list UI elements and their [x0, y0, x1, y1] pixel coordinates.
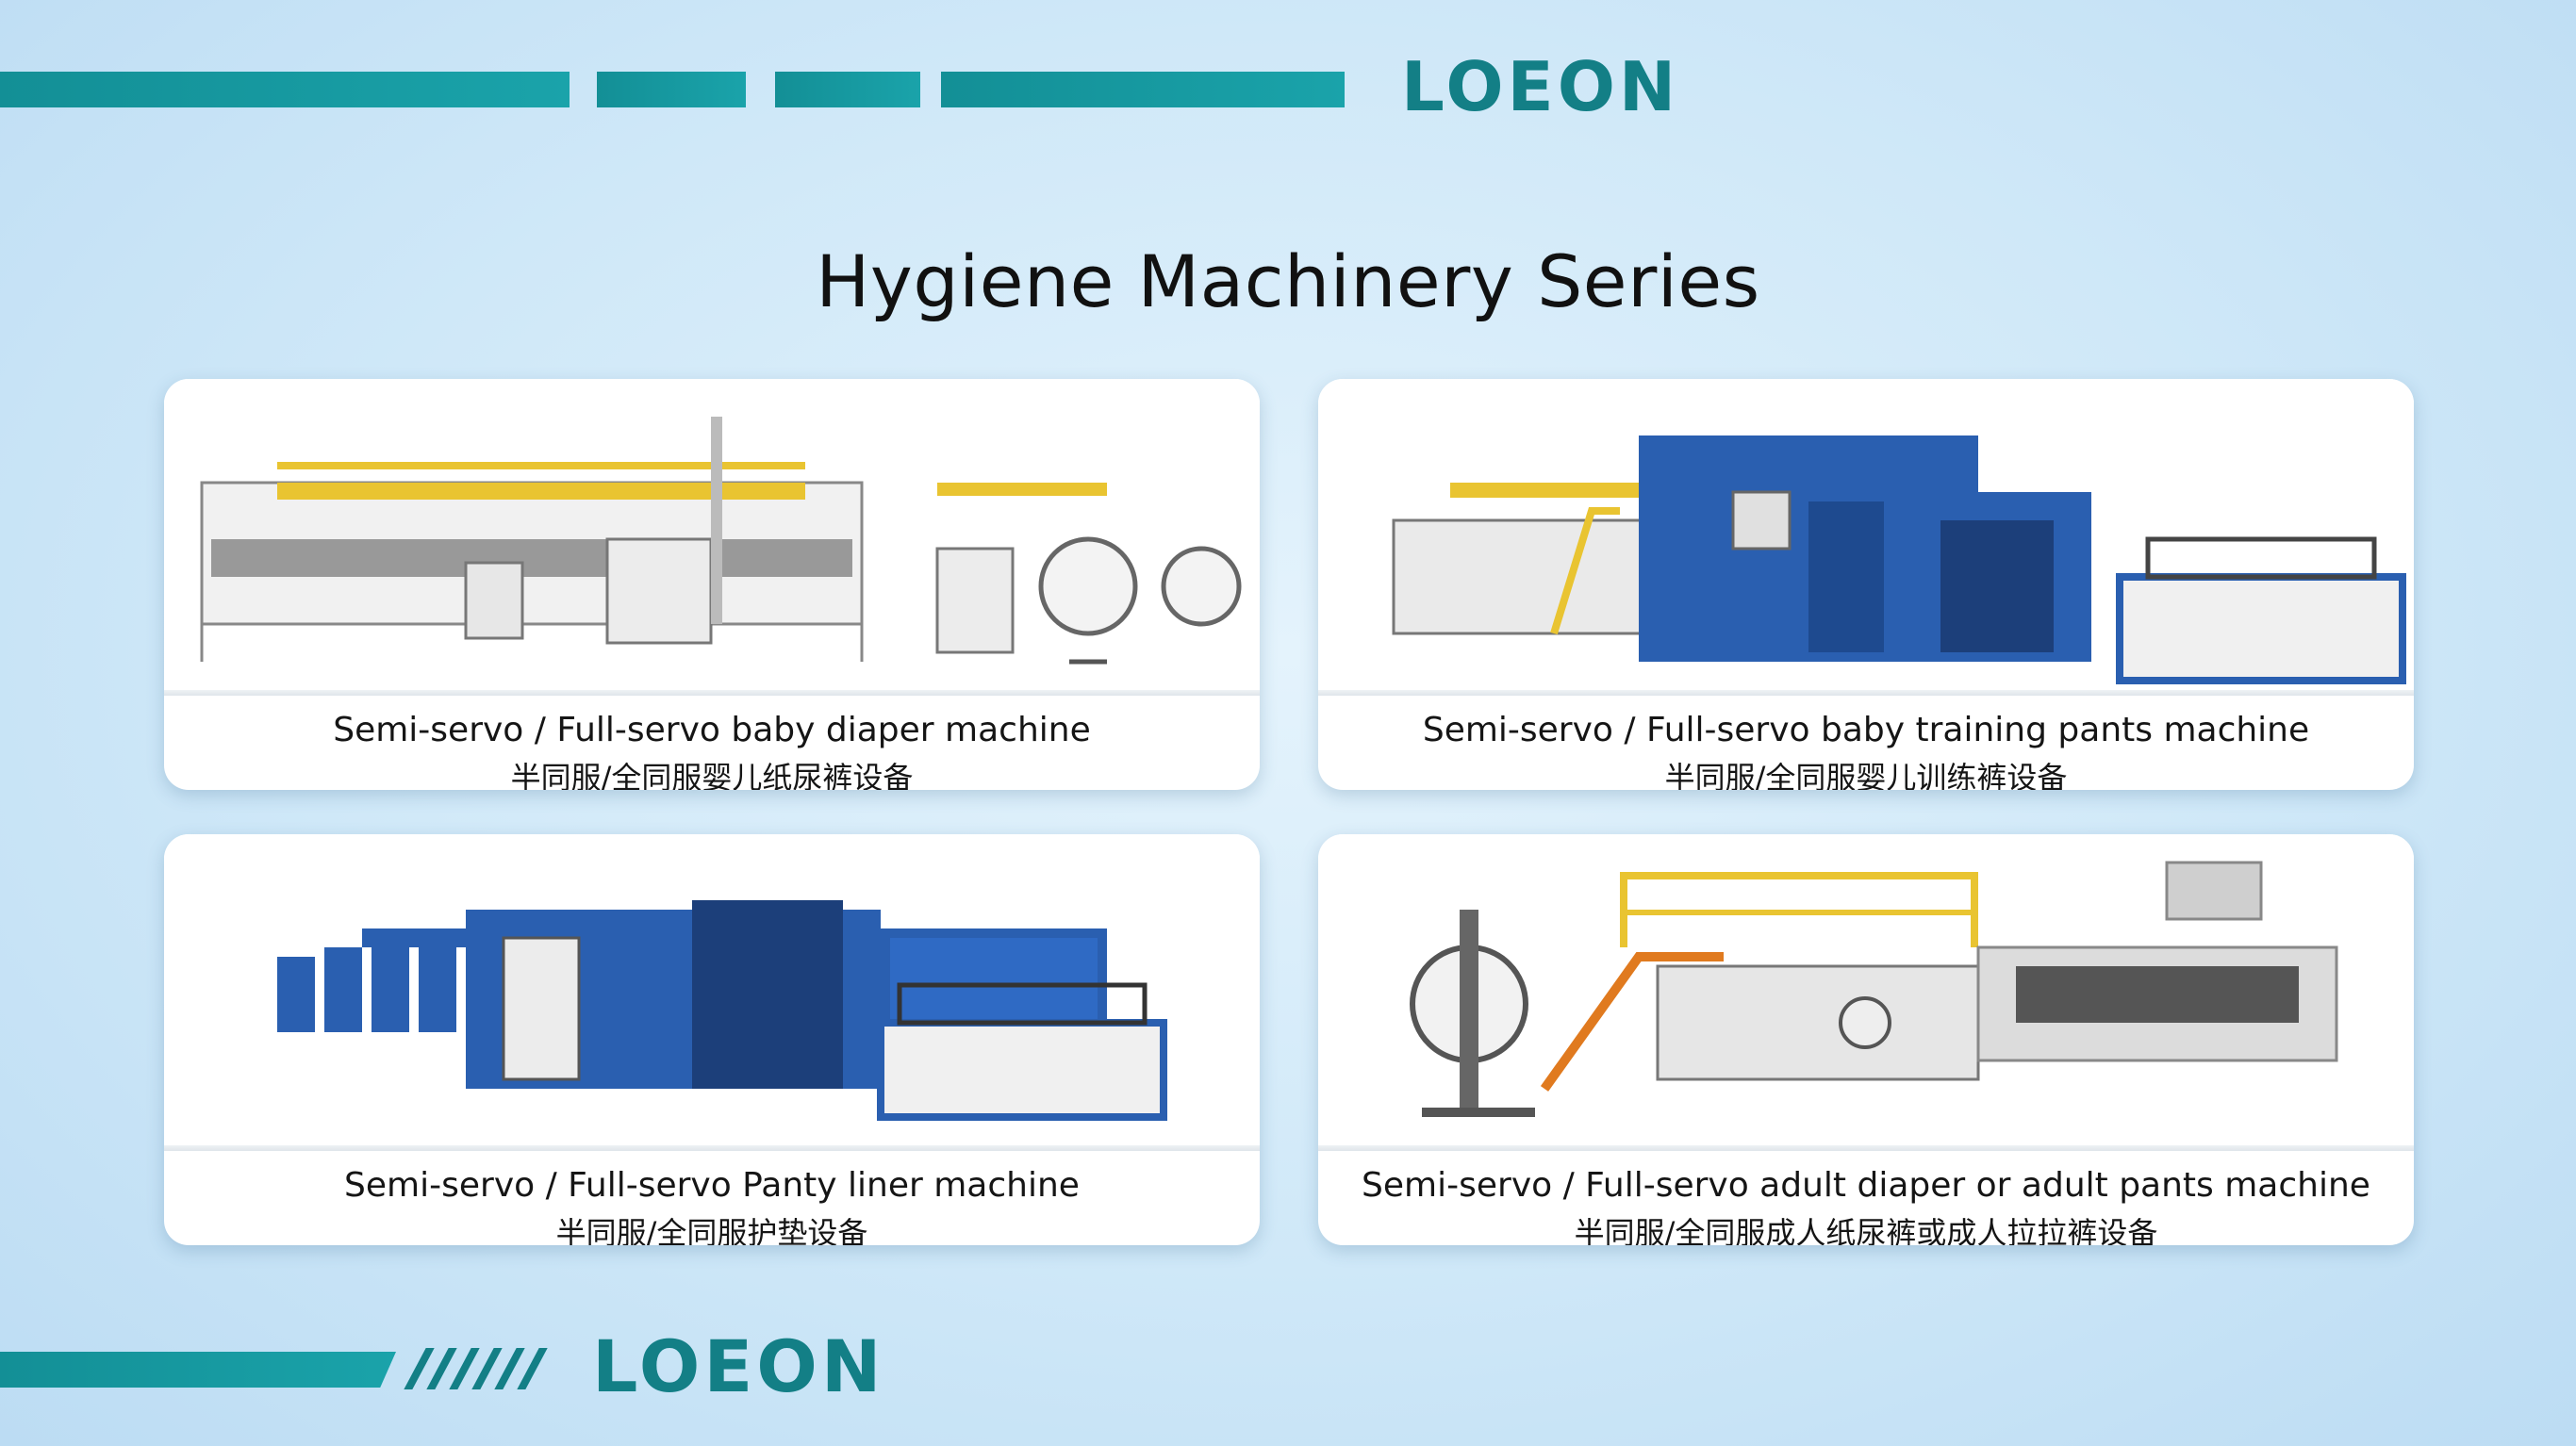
- card-divider: [164, 690, 1260, 696]
- card-divider: [1318, 690, 2414, 696]
- product-card-adult-diaper[interactable]: Semi-servo / Full-servo adult diaper or …: [1318, 834, 2414, 1245]
- card-title-en: Semi-servo / Full-servo baby diaper mach…: [333, 711, 1091, 749]
- header-bar-4: [941, 72, 1345, 107]
- training-pants-machine-image: [1318, 379, 2414, 690]
- baby-diaper-machine-image: [164, 379, 1260, 690]
- footer-slashes: [404, 1348, 566, 1389]
- card-title-zh: 半同服/全同服婴儿纸尿裤设备: [510, 760, 914, 790]
- adult-diaper-machine-image: [1318, 834, 2414, 1145]
- product-card-panty-liner[interactable]: Semi-servo / Full-servo Panty liner mach…: [164, 834, 1260, 1245]
- card-title-zh: 半同服/全同服护垫设备: [555, 1215, 868, 1245]
- footer-logo: LOEON: [592, 1331, 884, 1403]
- logo-text: LOEON: [1401, 47, 1680, 126]
- card-divider: [1318, 1145, 2414, 1151]
- card-title-en: Semi-servo / Full-servo Panty liner mach…: [344, 1166, 1080, 1205]
- logo-text: LOEON: [592, 1324, 885, 1408]
- product-card-baby-diaper[interactable]: Semi-servo / Full-servo baby diaper mach…: [164, 379, 1260, 790]
- card-title-zh: 半同服/全同服婴儿训练裤设备: [1664, 760, 2068, 790]
- header-bar-3: [775, 72, 920, 107]
- panty-liner-machine-image: [164, 834, 1260, 1145]
- header-bar-2: [597, 72, 746, 107]
- header-logo: LOEON: [1401, 53, 1679, 121]
- page-title: Hygiene Machinery Series: [816, 239, 1760, 323]
- card-title-zh: 半同服/全同服成人纸尿裤或成人拉拉裤设备: [1574, 1215, 2158, 1245]
- card-divider: [164, 1145, 1260, 1151]
- product-card-training-pants[interactable]: Semi-servo / Full-servo baby training pa…: [1318, 379, 2414, 790]
- card-title-en: Semi-servo / Full-servo adult diaper or …: [1362, 1166, 2370, 1205]
- card-title-en: Semi-servo / Full-servo baby training pa…: [1422, 711, 2310, 749]
- footer-bar: [0, 1352, 396, 1388]
- header-bar-1: [0, 72, 570, 107]
